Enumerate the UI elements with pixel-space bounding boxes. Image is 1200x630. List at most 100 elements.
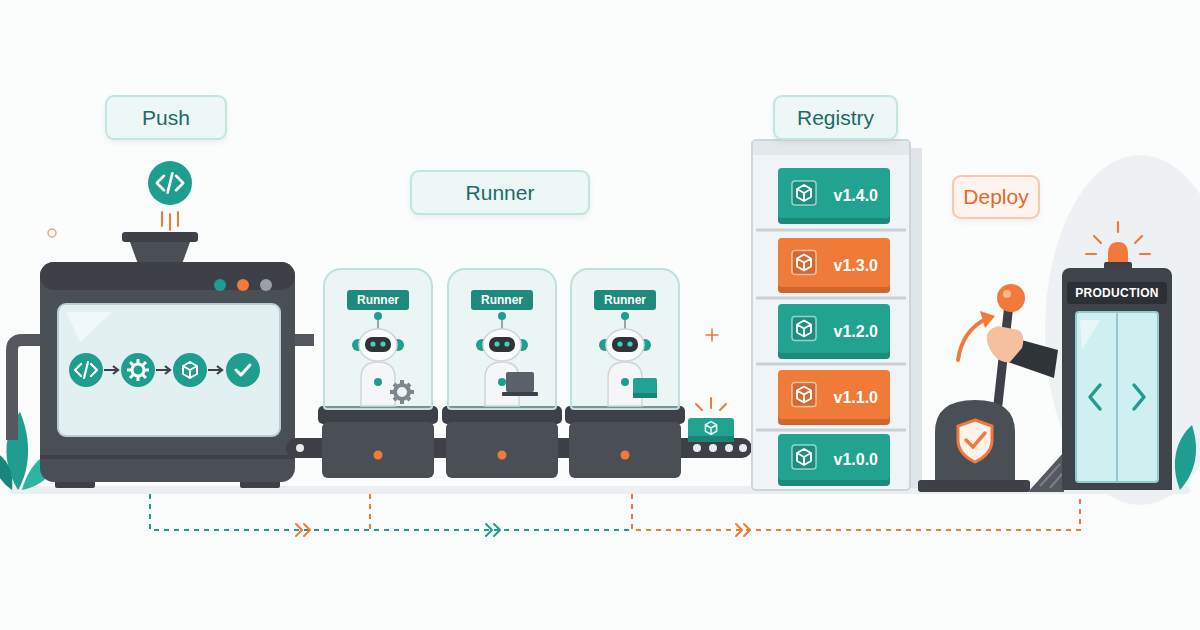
robot (624, 319, 626, 331)
registry-cabinet (752, 140, 922, 490)
flow-chevrons (736, 524, 750, 536)
runner-base (621, 451, 630, 460)
stage-label: Runner (410, 170, 590, 215)
robot (608, 362, 642, 406)
crate-icon (792, 445, 816, 469)
robot (483, 329, 521, 361)
robot (627, 341, 632, 346)
pipeline-machine (40, 262, 295, 482)
deploy-lever (918, 480, 1030, 492)
runner-tag: Runner (347, 290, 409, 310)
ramp (1028, 452, 1064, 492)
ramp (1028, 452, 1064, 492)
conveyor-belt (693, 444, 701, 452)
robot (361, 362, 395, 406)
runner-base (322, 422, 434, 478)
flow-chevrons (486, 524, 500, 536)
robot (612, 337, 638, 352)
robot-group (352, 312, 657, 406)
screen-steps (156, 366, 170, 374)
decor-marks (706, 329, 718, 341)
deploy-lever (1003, 290, 1011, 298)
production-doors (1076, 312, 1158, 482)
runner-base (498, 451, 507, 460)
screen-steps (121, 353, 155, 387)
screen-steps (132, 364, 144, 376)
flow-chevrons (296, 524, 750, 536)
robot (498, 312, 506, 320)
version-label: v1.0.0 (834, 451, 878, 469)
robot (599, 312, 657, 406)
robot (476, 312, 538, 406)
pipeline-machine (122, 232, 198, 242)
screen-steps (69, 353, 103, 387)
pipeline-machine (40, 455, 295, 459)
robot (380, 341, 385, 346)
stage-label-text: Push (142, 106, 190, 130)
robot (621, 312, 629, 320)
code-push-icon (148, 161, 192, 205)
leaf-decoration (0, 450, 12, 490)
stage-label-text: Registry (797, 106, 874, 130)
crate-icon (792, 383, 816, 407)
robot (390, 380, 414, 404)
runner-base (318, 406, 685, 478)
flow-line (150, 494, 1080, 530)
code-push-icon (148, 161, 192, 230)
pipeline-machine (130, 242, 190, 264)
crate-icon (797, 449, 811, 465)
crate-icon (792, 251, 816, 275)
stage-label-text: Runner (466, 181, 535, 205)
deploy-lever (966, 433, 985, 447)
version-crate: v1.3.0 (778, 238, 890, 293)
pipeline-machine (214, 279, 226, 291)
stage-label: Push (105, 95, 227, 140)
alarm-light (1086, 222, 1150, 254)
production-doors (1080, 320, 1100, 350)
conveyor-belt (709, 444, 717, 452)
robot (506, 372, 534, 392)
version-crate: v1.2.0 (778, 304, 890, 359)
version-crate: v1.4.0 (778, 168, 890, 224)
robot (502, 392, 538, 396)
robot (352, 312, 414, 406)
crate-icon (792, 317, 816, 341)
production-doors (1076, 312, 1158, 482)
artifact-crate (688, 398, 734, 442)
crate-icon (792, 445, 816, 469)
robot (501, 319, 503, 331)
robot (377, 319, 379, 331)
version-label: v1.3.0 (834, 257, 878, 275)
crate-icon (797, 321, 811, 337)
artifact-crate (688, 418, 734, 442)
screen-steps (208, 366, 222, 374)
decor-marks (48, 229, 56, 237)
robot (489, 337, 515, 352)
pipeline-machine (237, 279, 249, 291)
screen-steps (173, 353, 207, 387)
flow-line (150, 494, 632, 530)
deploy-lever (980, 311, 995, 328)
artifact-crate (705, 422, 716, 435)
pipeline-machine (260, 279, 272, 291)
pipeline-machine (66, 312, 112, 342)
production-gate: PRODUCTION (1062, 268, 1172, 490)
backdrop (1045, 155, 1200, 505)
robot (504, 341, 509, 346)
robot (359, 329, 397, 361)
runner-base (374, 451, 383, 460)
code-push-icon (157, 173, 183, 192)
flow-line (632, 494, 1080, 530)
robot (476, 339, 488, 351)
screen-steps (69, 353, 260, 387)
robot (370, 341, 375, 346)
crate-icon (792, 383, 816, 407)
pipeline-machine (12, 232, 314, 488)
pipeline-machine (58, 304, 280, 436)
deploy-lever (987, 326, 1024, 362)
robot (606, 329, 644, 361)
crate-icon (797, 255, 811, 271)
conveyor-belt (739, 444, 747, 452)
